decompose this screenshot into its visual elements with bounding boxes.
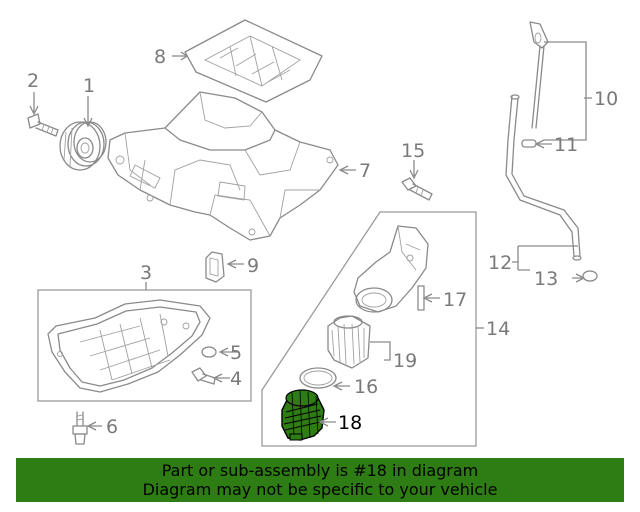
- callout-19: 19: [393, 350, 417, 372]
- part-15-bolt[interactable]: [401, 177, 433, 201]
- part-19-filter-element[interactable]: [327, 315, 371, 369]
- callout-15: 15: [401, 140, 425, 162]
- part-17-bolt[interactable]: [417, 285, 425, 311]
- part-9-seal[interactable]: [205, 251, 225, 283]
- callout-14: 14: [486, 318, 510, 340]
- part-2-pulley-bolt[interactable]: [27, 113, 59, 137]
- leader-lines: [29, 41, 592, 431]
- part-8-baffle-plate[interactable]: [184, 19, 323, 103]
- callout-4: 4: [230, 368, 242, 390]
- callout-18: 18: [338, 412, 362, 434]
- part-16-oring[interactable]: [299, 367, 337, 389]
- callout-2: 2: [27, 70, 39, 92]
- part-4-drain-plug[interactable]: [191, 367, 216, 385]
- part-14-frame: [261, 211, 477, 447]
- part-13-tube-oring[interactable]: [582, 270, 598, 282]
- callout-7: 7: [359, 160, 371, 182]
- callout-6: 6: [106, 416, 118, 438]
- callout-9: 9: [247, 255, 259, 277]
- banner-line-1: Part or sub-assembly is #18 in diagram: [161, 461, 479, 480]
- callout-12: 12: [488, 252, 512, 274]
- info-banner: Part or sub-assembly is #18 in diagram D…: [16, 458, 624, 502]
- part-6-bolt[interactable]: [72, 411, 88, 445]
- part-1-crankshaft-pulley[interactable]: [59, 121, 107, 171]
- callout-8: 8: [154, 46, 166, 68]
- part-12-dipstick-tube[interactable]: [505, 94, 582, 261]
- callout-1: 1: [83, 75, 95, 97]
- part-3-lower-oil-pan[interactable]: [47, 299, 211, 393]
- callout-16: 16: [354, 376, 378, 398]
- part-3-frame: [37, 289, 252, 402]
- callout-3: 3: [140, 262, 152, 284]
- part-11-oring[interactable]: [521, 139, 537, 148]
- part-18-oil-filter-cap[interactable]: [281, 389, 325, 441]
- part-14-oil-filter-housing[interactable]: [353, 225, 429, 313]
- callout-13: 13: [534, 268, 558, 290]
- banner-line-2: Diagram may not be specific to your vehi…: [142, 480, 498, 499]
- callout-17: 17: [443, 289, 467, 311]
- part-7-upper-oil-pan[interactable]: [107, 91, 339, 241]
- callout-11: 11: [554, 134, 578, 156]
- part-10-oil-dipstick[interactable]: [529, 21, 549, 129]
- part-5-drain-washer[interactable]: [201, 346, 217, 358]
- callout-10: 10: [594, 88, 618, 110]
- callout-5: 5: [230, 342, 242, 364]
